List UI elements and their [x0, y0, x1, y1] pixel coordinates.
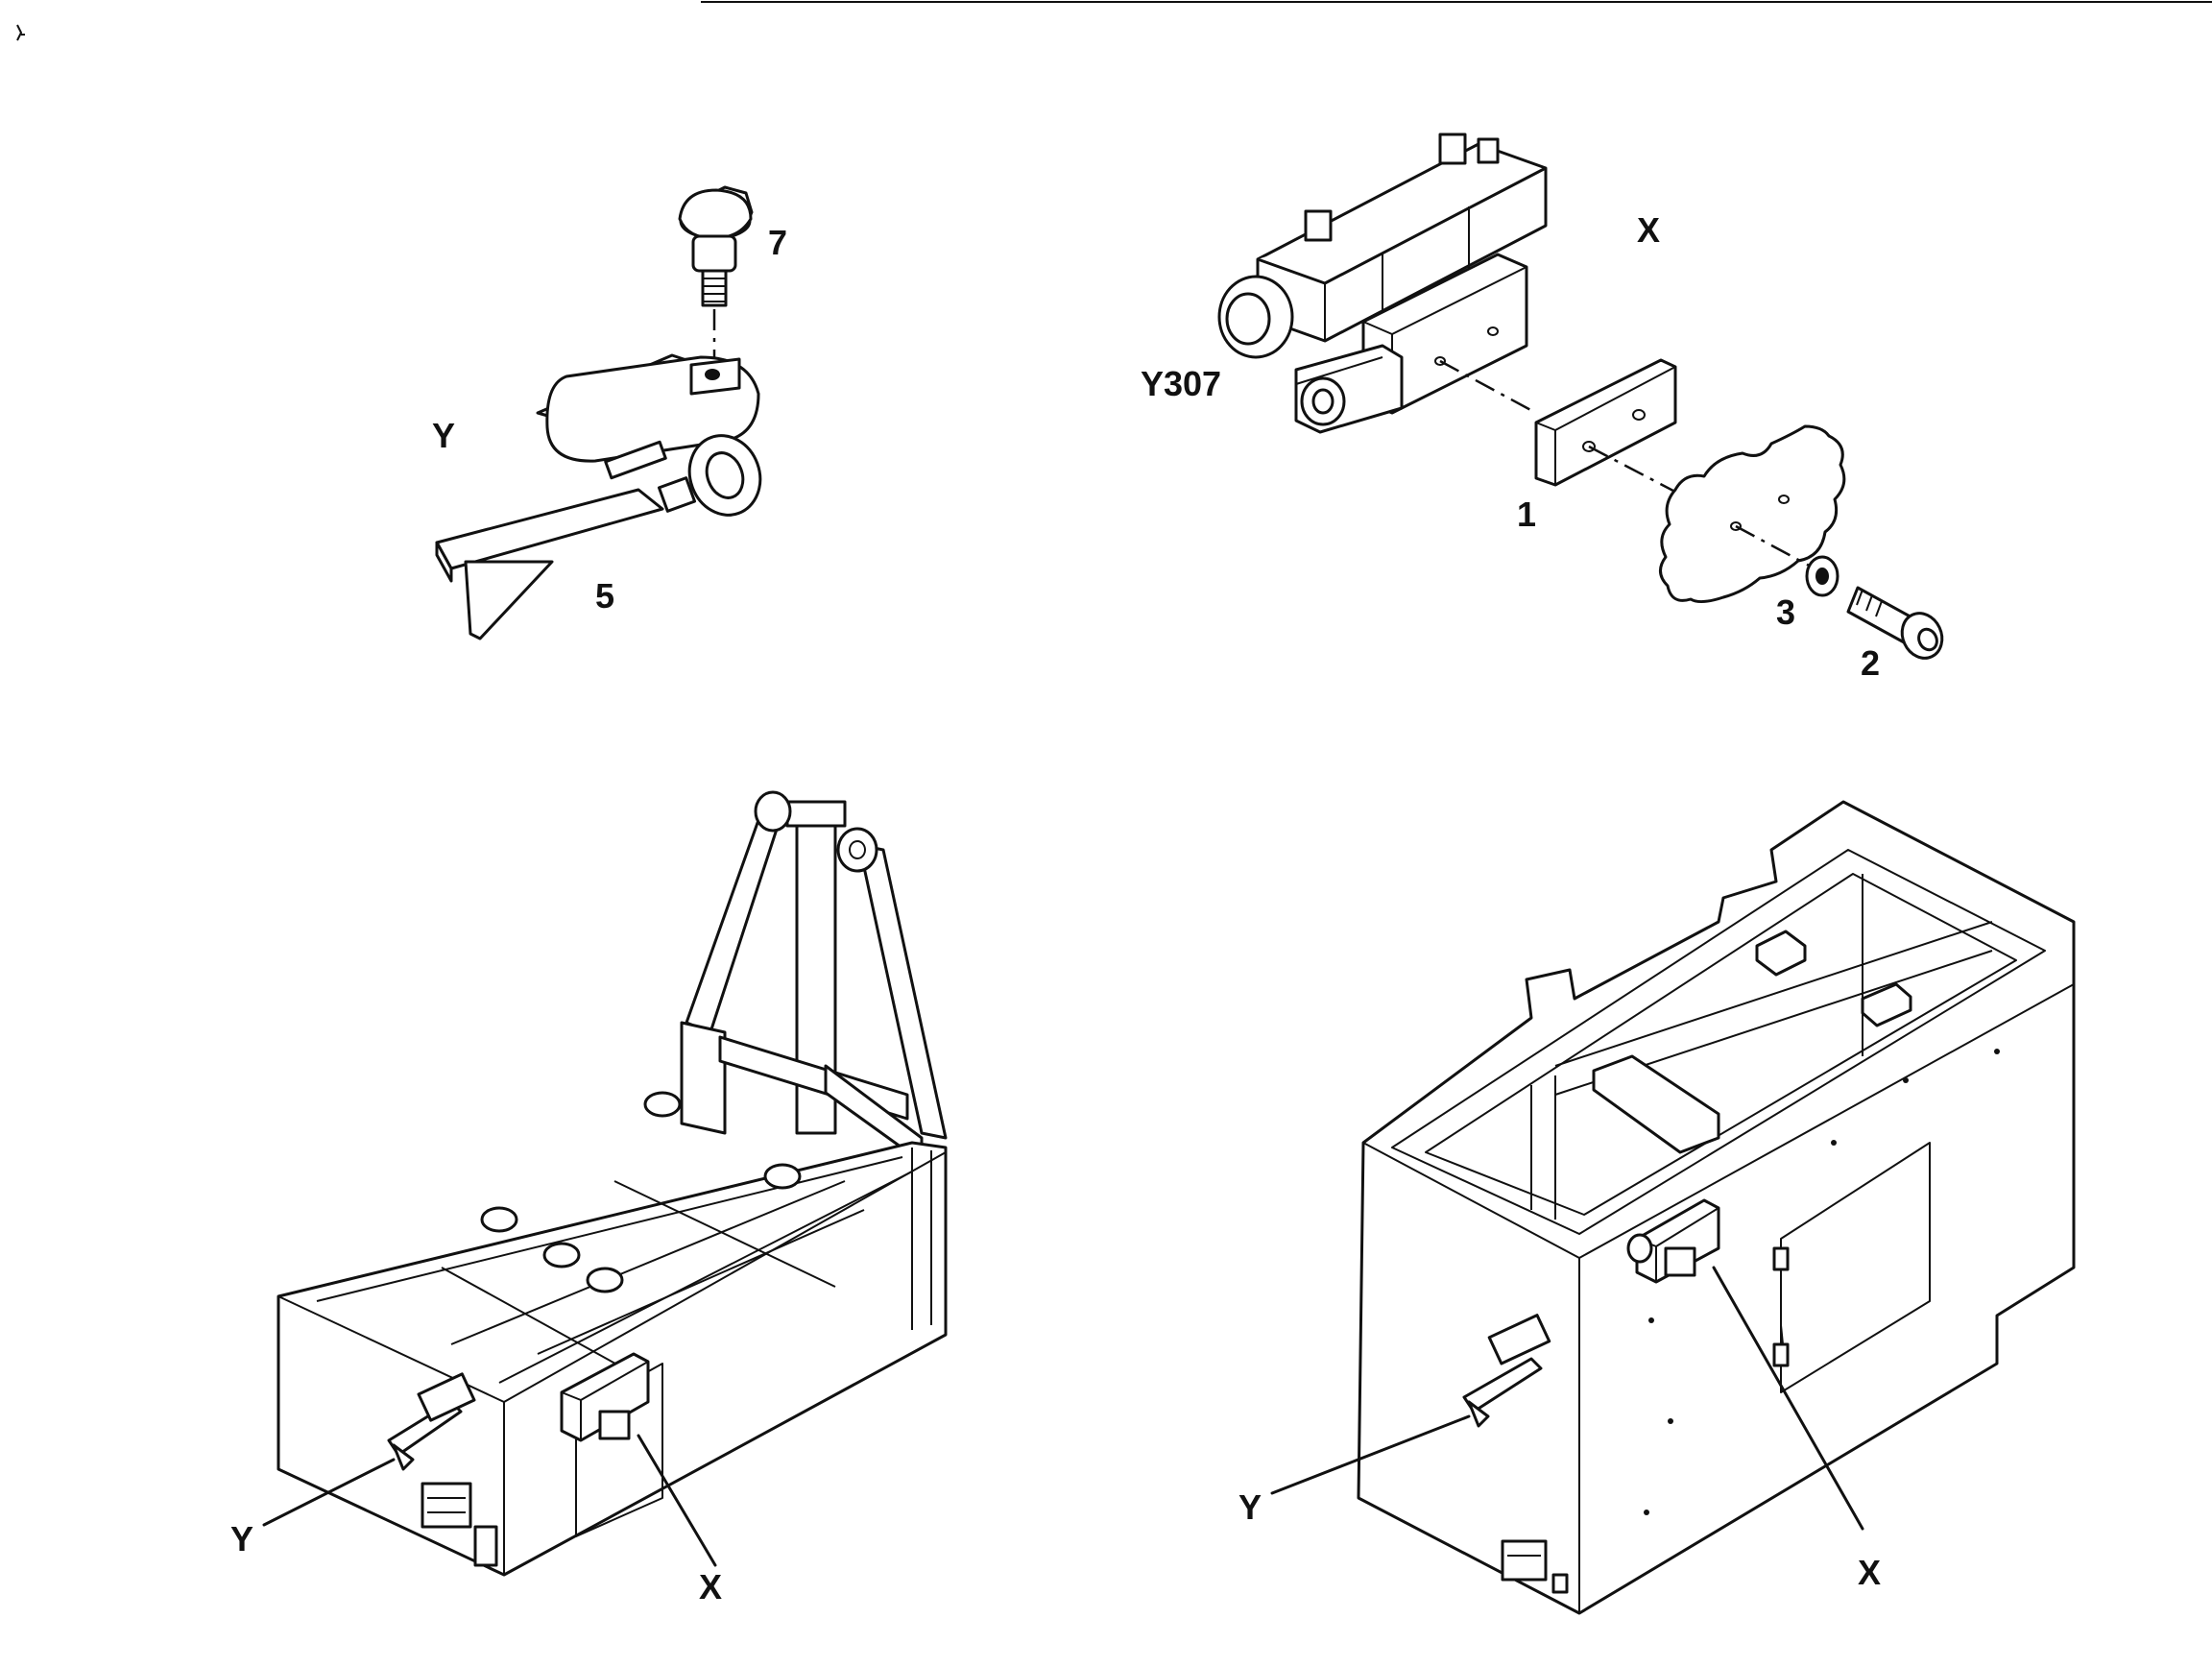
x-valve-installed-right	[1626, 1198, 1720, 1284]
label-detail-y: Y	[432, 416, 455, 455]
x-valve-installed	[560, 1352, 650, 1442]
label-part-1: 1	[1517, 495, 1536, 534]
leader-x-right	[1712, 1266, 1864, 1531]
washer	[1805, 555, 1839, 597]
label-part-7: 7	[768, 223, 787, 262]
detail-x-group: X Y307 1 3 2	[1141, 133, 1944, 683]
base-tub	[276, 1091, 948, 1577]
leader-x-left	[637, 1434, 717, 1567]
flat-bracket	[435, 488, 664, 640]
label-left-x: X	[699, 1567, 722, 1607]
wall-section	[1659, 424, 1846, 604]
y-clamp-installed	[387, 1372, 476, 1471]
label-part-3: 3	[1776, 592, 1795, 632]
axis-wall-to-screw	[1735, 524, 1815, 570]
label-left-y: Y	[230, 1519, 253, 1558]
leader-y-left	[262, 1458, 396, 1527]
label-part-5: 5	[595, 576, 614, 616]
tube-clamp	[536, 353, 762, 517]
wall-hole	[1730, 521, 1742, 531]
adapter-plate	[1534, 358, 1677, 487]
detail-y-group: 7 Y 5	[432, 185, 787, 640]
leader-y-right	[1270, 1414, 1471, 1495]
solenoid-valve	[1217, 133, 1548, 434]
label-part-2: 2	[1861, 643, 1880, 683]
socket-head-screw	[1846, 586, 1944, 660]
wall-hole	[1778, 495, 1790, 504]
a-frame	[680, 790, 948, 1164]
label-right-x: X	[1858, 1553, 1881, 1592]
right-machine-frame: Y X	[1238, 800, 2076, 1615]
label-valve-y307: Y307	[1141, 364, 1221, 403]
left-machine-frame: Y X	[230, 790, 948, 1607]
corner-mark	[16, 24, 25, 41]
y-clamp-installed-right	[1462, 1314, 1551, 1428]
label-right-y: Y	[1238, 1487, 1262, 1527]
label-detail-x: X	[1637, 210, 1660, 250]
axis-valve-to-plate	[1439, 359, 1537, 415]
cable-harness	[1772, 1239, 1790, 1367]
star-knob	[678, 185, 754, 307]
